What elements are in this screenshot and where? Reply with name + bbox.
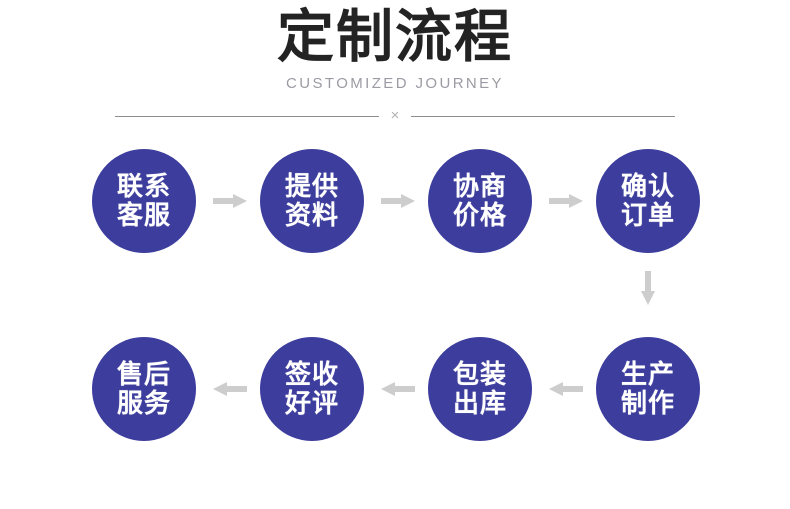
arrow-shaft [381,198,403,204]
flow-step-label-line1: 协商 [452,171,507,201]
arrow-left-icon-sign-to-aftersales [213,379,247,399]
arrow-head [233,194,247,208]
flow-step-label-line2: 资料 [284,200,339,230]
flow-step-confirm-order[interactable]: 确认订单 [596,149,700,253]
flow-step-label-line1: 包装 [452,359,507,389]
divider-cross-icon: × [390,107,400,124]
flow-step-label-line2: 客服 [116,200,171,230]
flow-step-label-line2: 制作 [620,388,675,418]
arrow-shaft [225,386,247,392]
flow-step-label-line2: 服务 [116,388,171,418]
arrow-shaft [393,386,415,392]
arrow-left-icon-production-to-packaging [549,379,583,399]
flow-step-label-line1: 确认 [620,171,675,201]
arrow-head [569,194,583,208]
page-title: 定制流程 [277,5,513,69]
page-subtitle: CUSTOMIZED JOURNEY [286,75,504,92]
flow-step-negotiate-price[interactable]: 协商价格 [428,149,532,253]
flow-step-provide-info[interactable]: 提供资料 [260,149,364,253]
flow-step-label-line2: 好评 [284,388,339,418]
flow-step-production[interactable]: 生产制作 [596,337,700,441]
divider-line-left [115,116,379,117]
arrow-shaft [645,271,651,293]
flow-step-label-line2: 价格 [452,200,507,230]
arrow-shaft [213,198,235,204]
flow-step-sign-review[interactable]: 签收好评 [260,337,364,441]
arrow-shaft [561,386,583,392]
flow-step-after-sales[interactable]: 售后服务 [92,337,196,441]
arrow-head [401,194,415,208]
arrow-right-icon-negotiate-to-confirm [549,191,583,211]
arrow-right-icon-provide-to-negotiate [381,191,415,211]
flow-step-contact-support[interactable]: 联系客服 [92,149,196,253]
flow-step-label-line2: 出库 [452,388,507,418]
arrow-left-icon-packaging-to-sign [381,379,415,399]
arrow-down-icon-confirm-to-production [638,271,658,305]
flow-step-label-line1: 售后 [116,359,171,389]
arrow-head [641,291,655,305]
arrow-head [213,382,227,396]
flow-step-label-line2: 订单 [620,200,675,230]
flow-step-label-line1: 提供 [284,171,339,201]
flow-step-label-line1: 联系 [116,171,171,201]
page-header: 定制流程 CUSTOMIZED JOURNEY [0,0,790,94]
flow-step-label-line1: 签收 [284,359,339,389]
flow-step-packaging[interactable]: 包装出库 [428,337,532,441]
arrow-shaft [549,198,571,204]
divider-line-right [411,116,675,117]
arrow-head [549,382,563,396]
flow-step-label-line1: 生产 [620,359,675,389]
header-divider: × [115,108,675,124]
arrow-right-icon-contact-to-provide [213,191,247,211]
arrow-head [381,382,395,396]
